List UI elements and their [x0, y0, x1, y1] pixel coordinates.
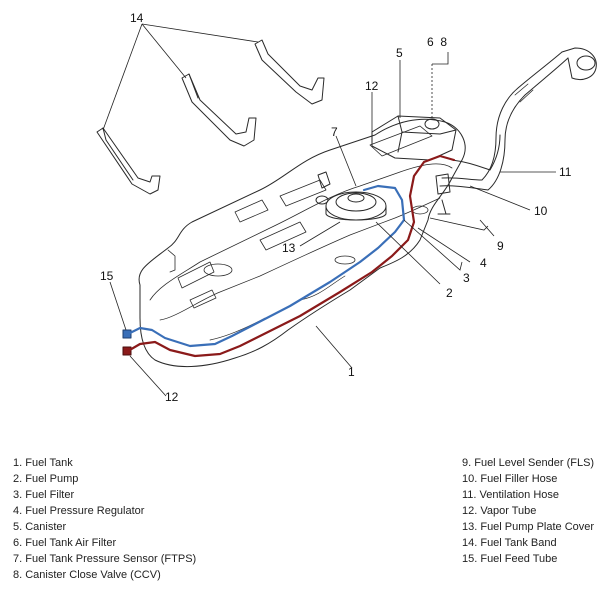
vapor-tube: [126, 154, 456, 358]
callout-3: 3: [463, 271, 470, 285]
legend-left-column: 1. Fuel Tank 2. Fuel Pump 3. Fuel Filter…: [13, 455, 196, 583]
legend-item: 10. Fuel Filler Hose: [462, 473, 558, 485]
legend-item: 15. Fuel Feed Tube: [462, 553, 558, 565]
fuel-tank-diagram: 14 5 6 8 12 7 11 10 9 4 3 2 13 15 12 1: [96, 11, 597, 404]
callout-10: 10: [534, 204, 548, 218]
callout-12-bottom: 12: [165, 390, 179, 404]
legend-item: 5. Canister: [13, 521, 67, 533]
legend-item: 2. Fuel Pump: [13, 473, 79, 485]
fuel-feed-tube: [126, 184, 406, 348]
ventilation-hose: [451, 134, 501, 171]
legend-right-column: 9. Fuel Level Sender (FLS) 10. Fuel Fill…: [462, 455, 594, 567]
callout-13: 13: [282, 241, 296, 255]
fuel-pump-plate-cover: [325, 191, 387, 221]
callout-6-8: 6 8: [427, 35, 447, 49]
callout-11: 11: [559, 165, 572, 179]
legend-item: 8. Canister Close Valve (CCV): [13, 569, 161, 581]
leader-lines: [102, 23, 556, 397]
legend-item: 13. Fuel Pump Plate Cover: [462, 521, 595, 533]
legend-item: 1. Fuel Tank: [13, 457, 73, 469]
fuel-level-sender: [437, 199, 451, 215]
legend-item: 7. Fuel Tank Pressure Sensor (FTPS): [13, 553, 197, 565]
fuel-tank-band-middle: [181, 73, 257, 147]
callout-12-top: 12: [365, 79, 379, 93]
fuel-tank-pressure-sensor: [315, 171, 331, 205]
callout-4: 4: [480, 256, 487, 270]
legend-item: 4. Fuel Pressure Regulator: [13, 505, 145, 517]
callout-1: 1: [348, 365, 355, 379]
fuel-filler-hose: [435, 47, 597, 195]
legend-item: 14. Fuel Tank Band: [462, 537, 557, 549]
fuel-tank: [138, 118, 466, 367]
callout-14: 14: [130, 11, 144, 25]
fuel-tank-band-left: [96, 127, 161, 195]
callout-9: 9: [497, 239, 504, 253]
legend-item: 11. Ventilation Hose: [462, 489, 560, 501]
legend-item: 6. Fuel Tank Air Filter: [13, 537, 117, 549]
callout-15: 15: [100, 269, 114, 283]
legend-item: 3. Fuel Filter: [13, 489, 75, 501]
legend-item: 9. Fuel Level Sender (FLS): [462, 457, 595, 469]
legend-item: 12. Vapor Tube: [462, 505, 537, 517]
fuel-tank-band-right: [254, 39, 325, 105]
canister: [371, 115, 457, 161]
callout-5: 5: [396, 46, 403, 60]
callout-2: 2: [446, 286, 453, 300]
callout-7: 7: [331, 125, 338, 139]
